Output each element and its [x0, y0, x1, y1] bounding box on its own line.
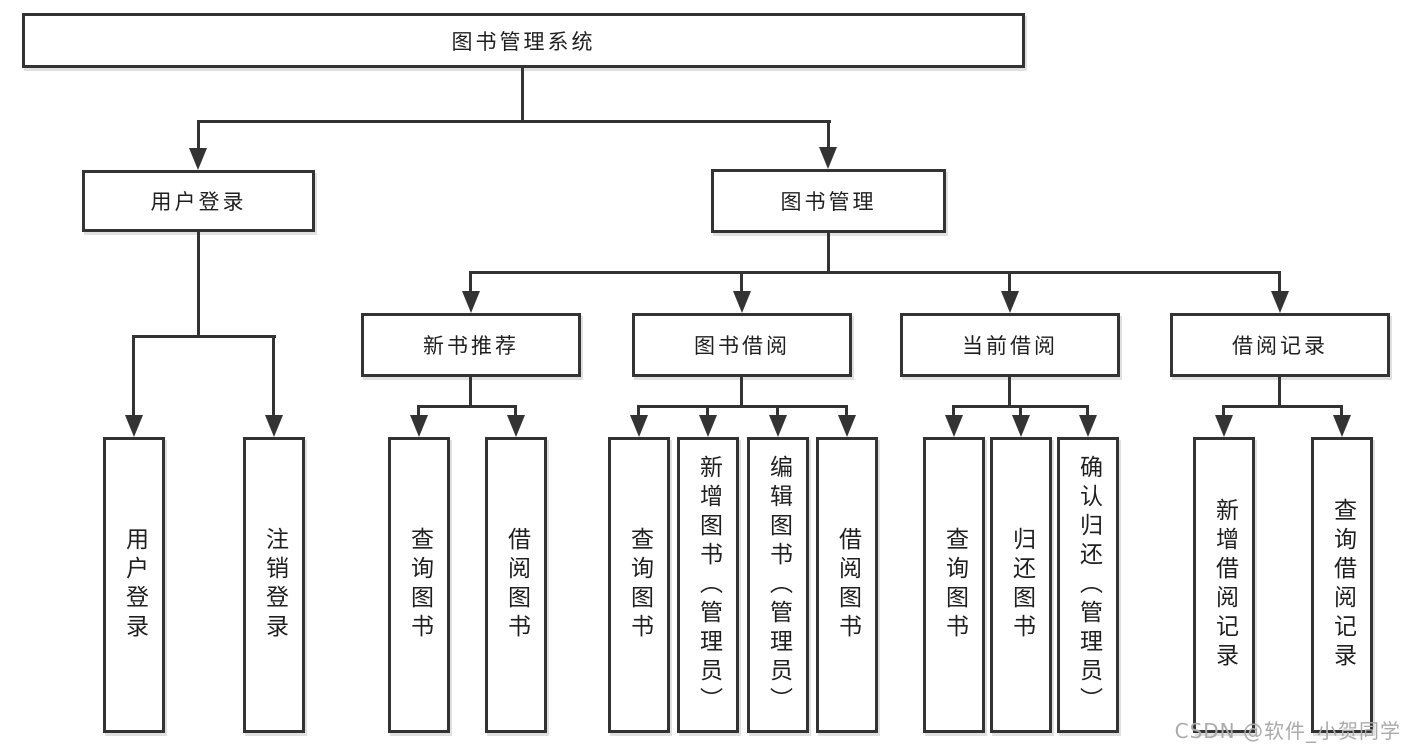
arrowhead-icon [1079, 415, 1097, 437]
connector-vline [197, 120, 200, 150]
connector-vline [827, 233, 830, 273]
arrowhead-icon [410, 415, 428, 437]
arrowhead-icon [189, 148, 207, 170]
leaf-query-books-current-label: 查询图书 [941, 527, 968, 643]
connector-vline [1278, 271, 1281, 293]
arrowhead-icon [630, 415, 648, 437]
arrowhead-icon [819, 147, 837, 169]
leaf-user-login: 用户登录 [103, 437, 165, 733]
connector-vline [272, 335, 275, 417]
connector-vline [740, 377, 743, 407]
node-book-management: 图书管理 [711, 169, 946, 233]
leaf-confirm-return-admin: 确认归还（管理员） [1057, 437, 1119, 733]
connector-vline [1019, 405, 1022, 417]
arrowhead-icon [1012, 415, 1030, 437]
connector-vline [514, 405, 517, 417]
arrowhead-icon [1001, 291, 1019, 313]
node-current-borrowing: 当前借阅 [900, 313, 1120, 377]
node-library-system-label: 图书管理系统 [451, 29, 596, 54]
connector-hline [1222, 405, 1343, 408]
arrowhead-icon [733, 291, 751, 313]
connector-vline [197, 232, 200, 337]
leaf-confirm-return-admin-label: 确认归还（管理员） [1075, 454, 1102, 716]
leaf-borrow-books-label: 借阅图书 [834, 527, 861, 643]
connector-vline [1278, 377, 1281, 407]
connector-vline [521, 68, 524, 120]
arrowhead-icon [507, 415, 525, 437]
connector-vline [1222, 405, 1225, 417]
leaf-logout: 注销登录 [243, 437, 305, 733]
arrowhead-icon [838, 415, 856, 437]
node-book-borrowing-label: 图书借阅 [694, 334, 790, 358]
connector-hline [469, 271, 1281, 274]
leaf-return-books: 归还图书 [990, 437, 1052, 733]
leaf-query-borrow-record-label: 查询借阅记录 [1329, 498, 1356, 672]
node-user-login: 用户登录 [82, 170, 315, 232]
arrowhead-icon [945, 415, 963, 437]
arrowhead-icon [699, 415, 717, 437]
connector-hline [417, 405, 517, 408]
connector-vline [706, 405, 709, 417]
leaf-query-books-current: 查询图书 [923, 437, 985, 733]
leaf-logout-label: 注销登录 [261, 527, 288, 643]
arrowhead-icon [265, 415, 283, 437]
leaf-add-borrow-record: 新增借阅记录 [1193, 437, 1255, 733]
connector-vline [469, 377, 472, 407]
csdn-watermark: CSDN @软件_小贺同学 [1174, 719, 1401, 743]
connector-vline [1086, 405, 1089, 417]
leaf-add-books-admin-label: 新增图书（管理员） [695, 454, 722, 716]
leaf-query-books-borrowing: 查询图书 [608, 437, 670, 733]
arrowhead-icon [462, 291, 480, 313]
node-new-book-recommend-label: 新书推荐 [423, 334, 519, 358]
connector-vline [1008, 271, 1011, 293]
arrowhead-icon [1333, 415, 1351, 437]
connector-vline [776, 405, 779, 417]
connector-hline [132, 335, 276, 338]
leaf-query-books-borrowing-label: 查询图书 [626, 527, 653, 643]
leaf-return-books-label: 归还图书 [1008, 527, 1035, 643]
leaf-edit-books-admin: 编辑图书（管理员） [747, 437, 809, 733]
connector-vline [132, 335, 135, 417]
leaf-add-books-admin: 新增图书（管理员） [677, 437, 739, 733]
leaf-query-borrow-record: 查询借阅记录 [1311, 437, 1373, 733]
node-borrowing-records: 借阅记录 [1170, 313, 1390, 377]
arrowhead-icon [769, 415, 787, 437]
node-library-system: 图书管理系统 [22, 13, 1025, 68]
connector-vline [417, 405, 420, 417]
connector-hline [197, 120, 831, 123]
connector-hline [637, 405, 848, 408]
leaf-add-borrow-record-label: 新增借阅记录 [1211, 498, 1238, 672]
leaf-query-books-recommend: 查询图书 [388, 437, 450, 733]
arrowhead-icon [1215, 415, 1233, 437]
connector-vline [1340, 405, 1343, 417]
node-current-borrowing-label: 当前借阅 [962, 334, 1058, 358]
arrowhead-icon [125, 415, 143, 437]
connector-vline [827, 120, 830, 149]
connector-vline [469, 271, 472, 293]
leaf-borrow-books: 借阅图书 [816, 437, 878, 733]
leaf-user-login-label: 用户登录 [121, 527, 148, 643]
connector-vline [1008, 377, 1011, 407]
leaf-query-books-recommend-label: 查询图书 [406, 527, 433, 643]
node-book-management-label: 图书管理 [780, 190, 877, 214]
node-user-login-label: 用户登录 [150, 190, 247, 214]
arrowhead-icon [1271, 291, 1289, 313]
node-new-book-recommend: 新书推荐 [361, 313, 581, 377]
connector-vline [845, 405, 848, 417]
connector-vline [952, 405, 955, 417]
leaf-borrow-books-recommend: 借阅图书 [485, 437, 547, 733]
node-borrowing-records-label: 借阅记录 [1232, 334, 1328, 358]
connector-vline [740, 271, 743, 293]
leaf-borrow-books-recommend-label: 借阅图书 [503, 527, 530, 643]
connector-vline [637, 405, 640, 417]
node-book-borrowing: 图书借阅 [632, 313, 852, 377]
leaf-edit-books-admin-label: 编辑图书（管理员） [765, 454, 792, 716]
